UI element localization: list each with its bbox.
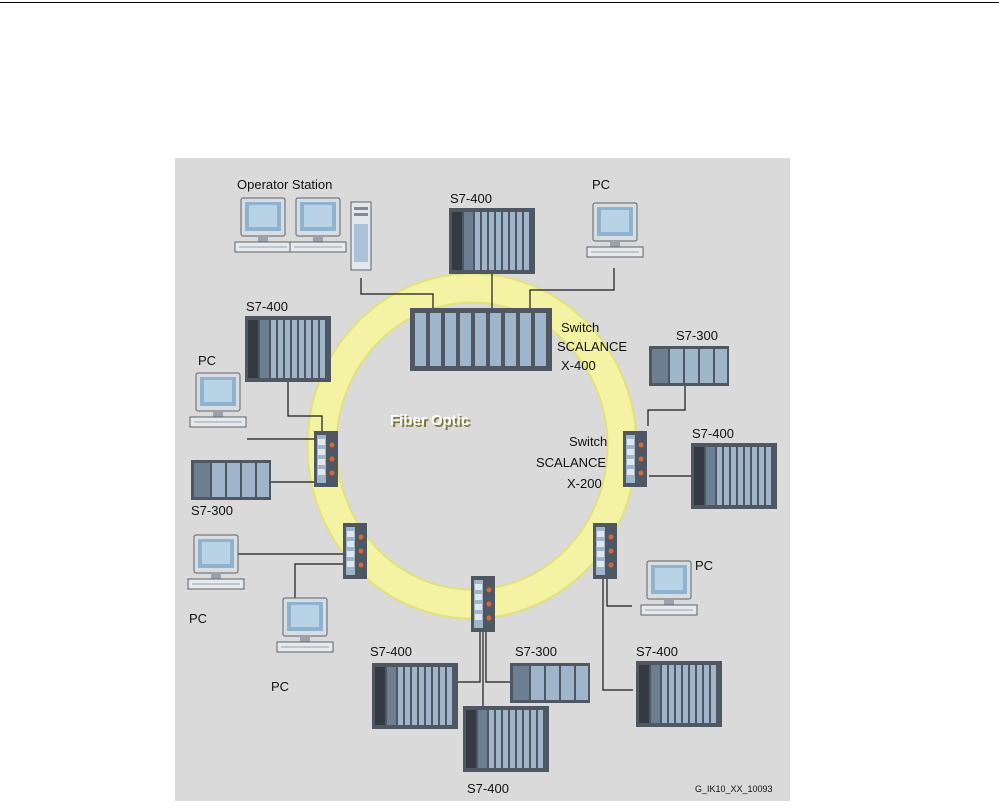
switch-x200-right-lower-icon — [593, 523, 617, 579]
operator-pc-right-icon — [289, 197, 347, 253]
pc-left-upper-icon — [189, 372, 247, 428]
s7-400-top-label: S7-400 — [450, 191, 492, 206]
switch-x200-right-upper-icon — [623, 431, 647, 487]
s7-300-bottom-label: S7-300 — [515, 644, 557, 659]
pc-bottom-left-label: PC — [271, 679, 289, 694]
switch-x200-bottom-icon — [471, 576, 495, 632]
figure-id: G_IK10_XX_10093 — [695, 784, 773, 794]
fiber-optic-label-shadow: Fiber Optic — [392, 414, 471, 431]
pc-left-lower-icon — [187, 534, 245, 590]
pc-left-upper-label: PC — [198, 353, 216, 368]
switch-x400-label-2: SCALANCE — [557, 339, 627, 354]
operator-pc-left-icon — [234, 197, 292, 253]
pc-top-right-icon — [586, 202, 644, 258]
s7-400-left-icon — [245, 316, 331, 382]
switch-scalance-x400-icon — [410, 308, 552, 371]
fiber-optic-label: Fiber Optic — [390, 412, 469, 429]
top-rule — [0, 2, 999, 3]
s7-400-right-label: S7-400 — [692, 426, 734, 441]
s7-300-left-icon — [191, 460, 271, 500]
s7-400-bottom-center-icon — [463, 706, 549, 772]
pc-bottom-left-icon — [276, 597, 334, 653]
s7-400-right-icon — [691, 443, 777, 509]
s7-400-left-label: S7-400 — [246, 299, 288, 314]
pc-tower-icon — [350, 201, 372, 271]
pc-left-lower-label: PC — [189, 611, 207, 626]
s7-400-bottom-left-icon — [372, 663, 458, 729]
s7-400-top-icon — [449, 208, 535, 274]
operator-station-label: Operator Station — [237, 177, 332, 192]
switch-x400-label-3: X-400 — [561, 358, 596, 373]
network-diagram: Operator Station S7-400 PC Switch SCALAN… — [175, 158, 790, 801]
s7-400-bottom-left-label: S7-400 — [370, 644, 412, 659]
s7-300-bottom-icon — [510, 663, 590, 703]
s7-300-left-label: S7-300 — [191, 503, 233, 518]
s7-300-right-label: S7-300 — [676, 328, 718, 343]
switch-x400-label-1: Switch — [561, 320, 599, 335]
pc-top-right-label: PC — [592, 177, 610, 192]
switch-x200-left-lower-icon — [343, 523, 367, 579]
switch-x200-left-upper-icon — [314, 431, 338, 487]
switch-x200-label-3: X-200 — [567, 476, 602, 491]
switch-x200-label-2: SCALANCE — [536, 455, 606, 470]
s7-300-right-icon — [649, 346, 729, 386]
pc-right-lower-label: PC — [695, 558, 713, 573]
switch-x200-label-1: Switch — [569, 434, 607, 449]
s7-400-bottom-right-icon — [636, 661, 722, 727]
s7-400-bottom-center-label: S7-400 — [467, 781, 509, 796]
pc-right-lower-icon — [640, 560, 698, 616]
cables — [238, 268, 691, 723]
s7-400-bottom-right-label: S7-400 — [636, 644, 678, 659]
